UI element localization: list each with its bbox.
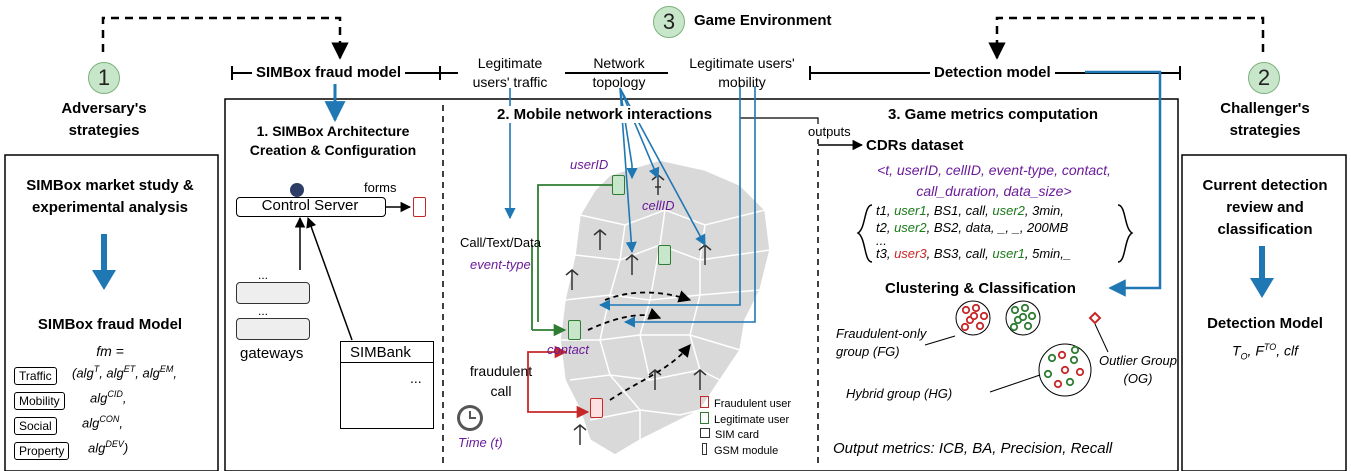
gateway-icon-2 [236,318,310,340]
contact-label: contact [547,342,589,357]
legit-user-icon-3 [568,320,581,340]
cluster-point [961,305,971,315]
fm-label: fm = [96,343,124,359]
section3-title: 3. Game metrics computation [888,106,1099,123]
challenger-dashed-link [988,16,1265,60]
clustering-title: Clustering & Classification [885,280,1076,297]
challenger-number: 2 [1248,62,1280,94]
fraudulent-call-label: fraudulent call [469,363,533,399]
legend: Fraudulent user Legitimate user SIM card… [700,396,791,459]
tag-traffic: Traffic [14,367,57,385]
output-metrics: Output metrics: ICB, BA, Precision, Reca… [833,440,1113,457]
event-type-label: event-type [470,257,531,272]
legend-gsm: GSM module [700,443,791,459]
detection-model-title: Detection Model [1207,315,1323,332]
simbox-fraud-model-label: SIMBox fraud model [252,64,406,81]
network-map [559,159,771,456]
cluster-point [979,311,989,321]
cluster-point [1053,379,1063,389]
cellid-label: cellID [642,198,675,213]
cluster-point [1023,321,1033,331]
detection-model-label: Detection model [930,64,1055,81]
simbank-label: SIMBank [350,344,411,361]
section1-title: 1. SIMBox Architecture Creation & Config… [249,123,417,158]
adversary-dashed-link [101,16,349,60]
cluster-point [960,322,970,332]
tag-mobility: Mobility [14,392,65,410]
forms-label: forms [364,180,397,195]
gateways-label: gateways [240,345,304,362]
cluster-dots [960,303,1085,389]
game-env-title: Game Environment [694,12,832,29]
cluster-point [975,321,985,331]
cluster-point [1069,355,1079,365]
cluster-point [1043,369,1053,379]
gateway-dots-1: ... [258,268,269,282]
fraud-user-icon [413,197,426,217]
current-detection-title: Current detection review and classificat… [1202,177,1328,238]
fraud-user-icon-map [590,398,603,418]
market-study-title: SIMBox market study & experimental analy… [26,177,194,216]
cdrs-title: CDRs dataset [866,137,964,154]
tag-property: Property [14,442,70,460]
formula-property: algDEV) [88,439,129,456]
legit-user-icon-2 [658,245,671,265]
cluster-point [1075,367,1085,377]
section2-title: 2. Mobile network interactions [493,106,717,123]
legit-user-icon-1 [612,175,625,195]
legit-mobility-label: Legitimate users' mobility [689,55,795,90]
legend-legit: Legitimate user [700,412,791,428]
gateway-icon-1 [236,282,310,304]
cdr-row-dots: ... [876,233,887,248]
cluster-point [971,303,981,313]
cdr-row-3: t3, user3, BS3, call, user1, 5min,_ [876,246,1072,261]
time-label: Time (t) [458,435,503,450]
hg-label: Hybrid group (HG) [846,386,953,401]
fg-label: Fraudulent-only group (FG) [836,326,927,359]
cluster-point [1057,350,1067,360]
gateway-dots-2: ... [258,304,269,318]
legend-fraud: Fraudulent user [700,396,791,412]
formula-traffic: (algT, algET, algEM, [72,364,177,381]
cdr-rows: t1, user1, BS1, call, user2, 3min, t2, u… [876,202,1071,262]
cluster-point [969,311,979,321]
cluster-point [1047,353,1057,363]
main-frame [224,98,1179,471]
userid-label: userID [570,157,609,172]
adversary-number: 1 [88,62,120,94]
control-server-label: Control Server [261,197,359,214]
formula-mobility: algCID, [90,389,127,406]
formula-social: algCON, [82,414,123,431]
detection-formula: TO, FTO, clf [1231,342,1299,362]
cluster-point [1009,322,1019,332]
globe-icon [290,183,304,197]
game-env-number: 3 [653,6,685,38]
cluster-point [1027,311,1037,321]
simbank-dots: ... [410,370,422,386]
outputs-label: outputs [808,124,851,139]
simbank-divider [340,362,434,363]
cluster-point [1010,305,1020,315]
legend-sim: SIM card [700,428,791,443]
call-text-data-label: Call/Text/Data [460,235,541,250]
cdr-row-1: t1, user1, BS1, call, user2, 3min, [876,203,1064,218]
cluster-point [1065,377,1075,387]
control-server-box [236,197,386,217]
cdr-schema: <t, userID, cellID, event-type, contact,… [877,162,1111,199]
cluster-point [1060,365,1070,375]
challenger-title: Challenger's strategies [1220,100,1310,139]
tag-social: Social [14,417,57,435]
legit-traffic-label: Legitimate users' traffic [472,55,548,90]
simbank-box [340,341,434,429]
cdr-row-2: t2, user2, BS2, data, _, _, 200MB [876,220,1069,235]
network-topology-label: Network topology [592,55,646,90]
simbox-fraud-model-title: SIMBox fraud Model [37,316,183,333]
adversary-title: Adversary's strategies [61,100,147,139]
cluster-point [1018,312,1028,322]
og-label: Outlier Group (OG) [1098,353,1178,386]
cluster-point [1020,303,1030,313]
cluster-point [1070,345,1080,355]
